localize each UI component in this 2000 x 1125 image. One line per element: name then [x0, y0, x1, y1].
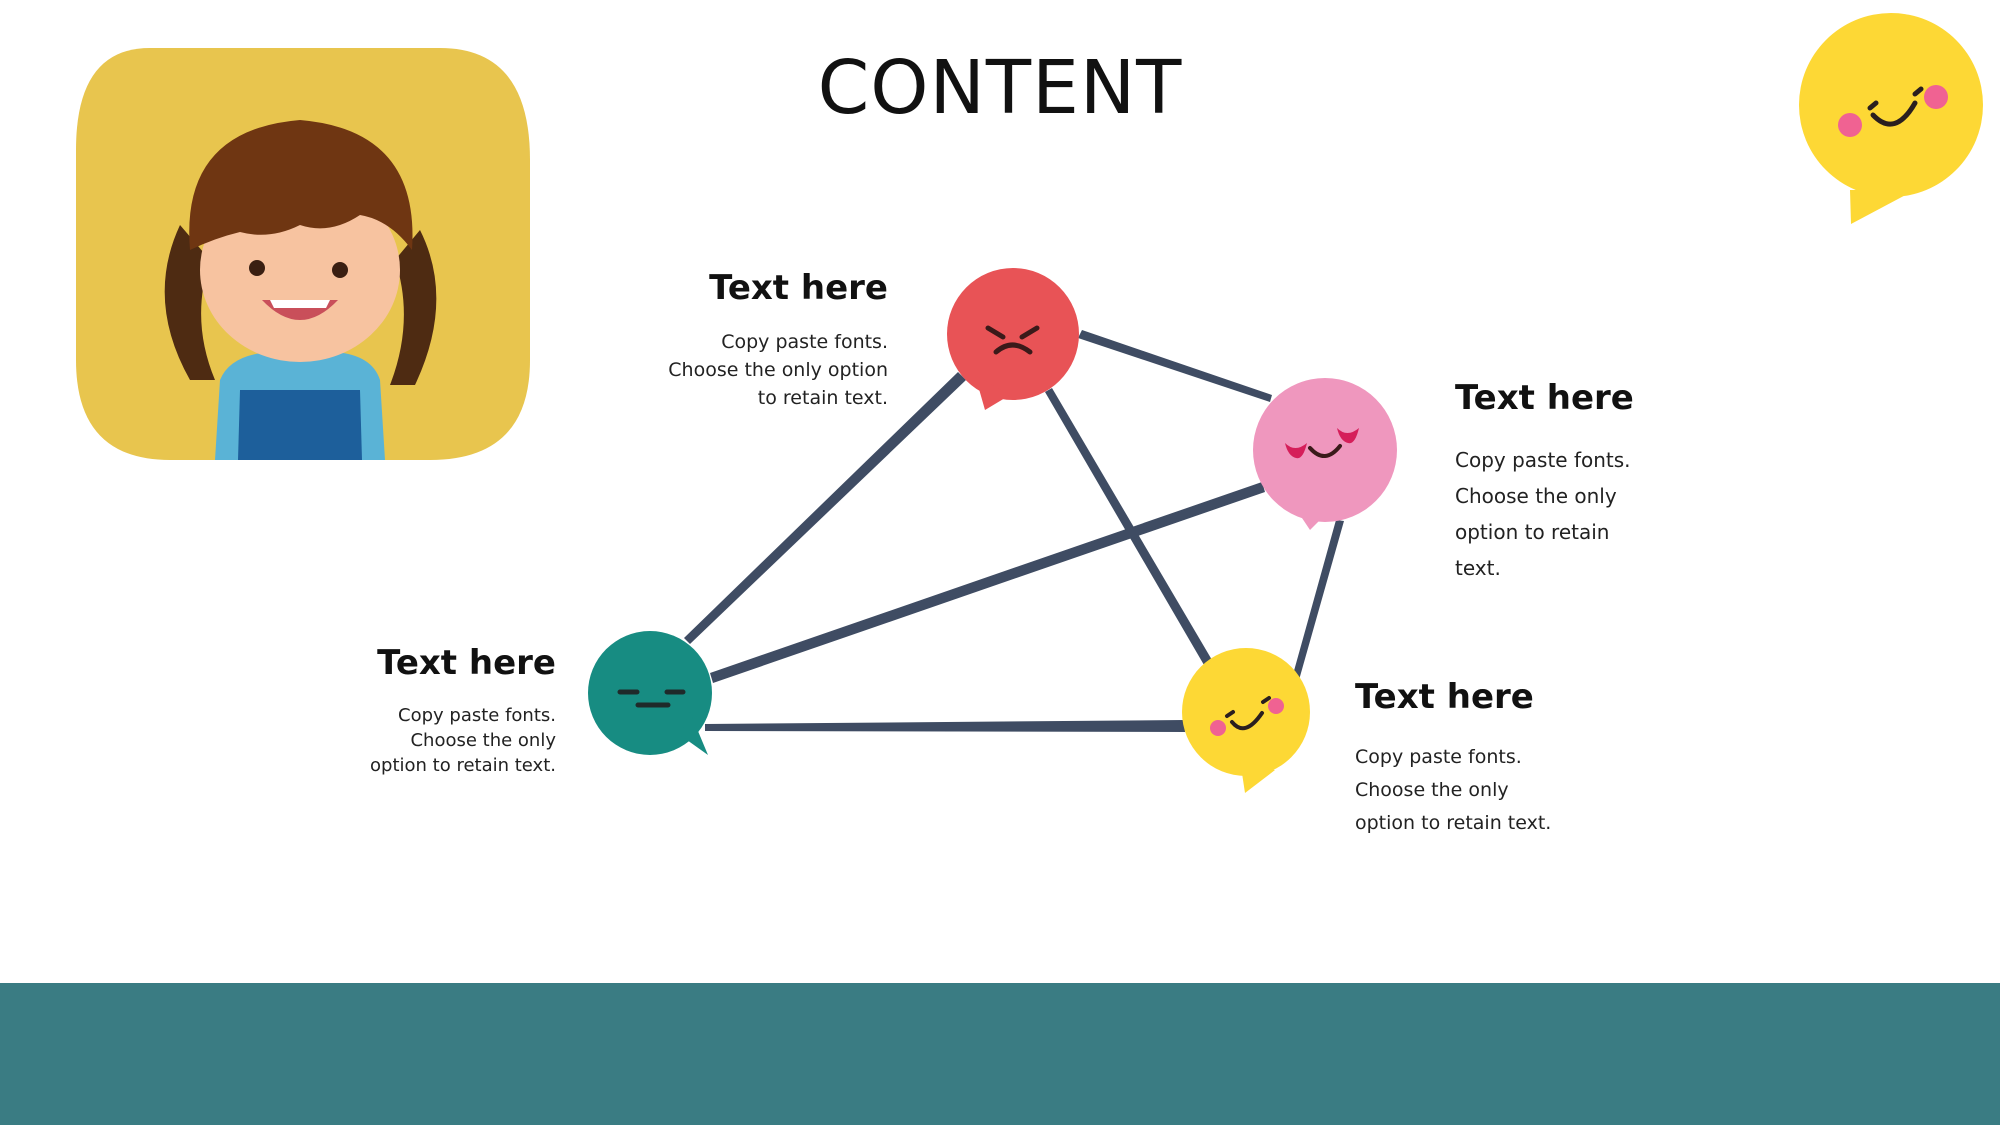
yellow-node-line: Copy paste fonts.: [1355, 746, 1522, 768]
teal-node-heading: Text here: [377, 643, 556, 683]
yellow-happy-bubble: [1182, 648, 1310, 793]
angry-eyebrows: [985, 325, 1040, 340]
red-node-heading: Text here: [709, 268, 888, 308]
red-angry-bubble: [947, 268, 1079, 410]
teal-neutral-bubble: [588, 631, 712, 755]
smile-bubble-icon: [1799, 13, 1983, 224]
pink-node-line: text.: [1455, 556, 1501, 580]
teal-node-line: Copy paste fonts.: [398, 705, 556, 726]
red-node-body: Copy paste fonts. Choose the only option…: [668, 328, 888, 412]
yellow-node-heading: Text here: [1355, 677, 1534, 717]
connector-lines: [684, 330, 1344, 732]
pink-love-bubble: [1253, 378, 1397, 530]
connector-teal-yellow: [705, 720, 1185, 732]
pink-node-body: Copy paste fonts. Choose the only option…: [1455, 442, 1631, 586]
page-title: CONTENT: [817, 45, 1183, 131]
yellow-node-line: Choose the only: [1355, 779, 1509, 801]
connector-pink-teal: [710, 482, 1265, 683]
pink-node-line: Choose the only: [1455, 484, 1617, 508]
girl-avatar: [76, 48, 530, 460]
red-node-line: Choose the only option: [668, 359, 888, 381]
yellow-node-body: Copy paste fonts. Choose the only option…: [1355, 741, 1551, 840]
connector-red-teal: [684, 372, 966, 644]
teal-node-body: Copy paste fonts. Choose the only option…: [370, 703, 556, 778]
pink-node-line: option to retain: [1455, 520, 1610, 544]
connector-pink-yellow: [1292, 520, 1344, 680]
connector-red-pink: [1078, 330, 1272, 402]
pink-node-line: Copy paste fonts.: [1455, 448, 1631, 472]
red-node-line: to retain text.: [757, 387, 888, 409]
red-node-line: Copy paste fonts.: [721, 331, 888, 353]
teal-node-line: option to retain text.: [370, 755, 556, 776]
pink-node-heading: Text here: [1455, 378, 1634, 418]
connector-red-yellow: [1045, 388, 1212, 665]
yellow-node-line: option to retain text.: [1355, 812, 1552, 834]
teal-node-line: Choose the only: [410, 730, 556, 751]
footer-bar: [0, 983, 2000, 1125]
